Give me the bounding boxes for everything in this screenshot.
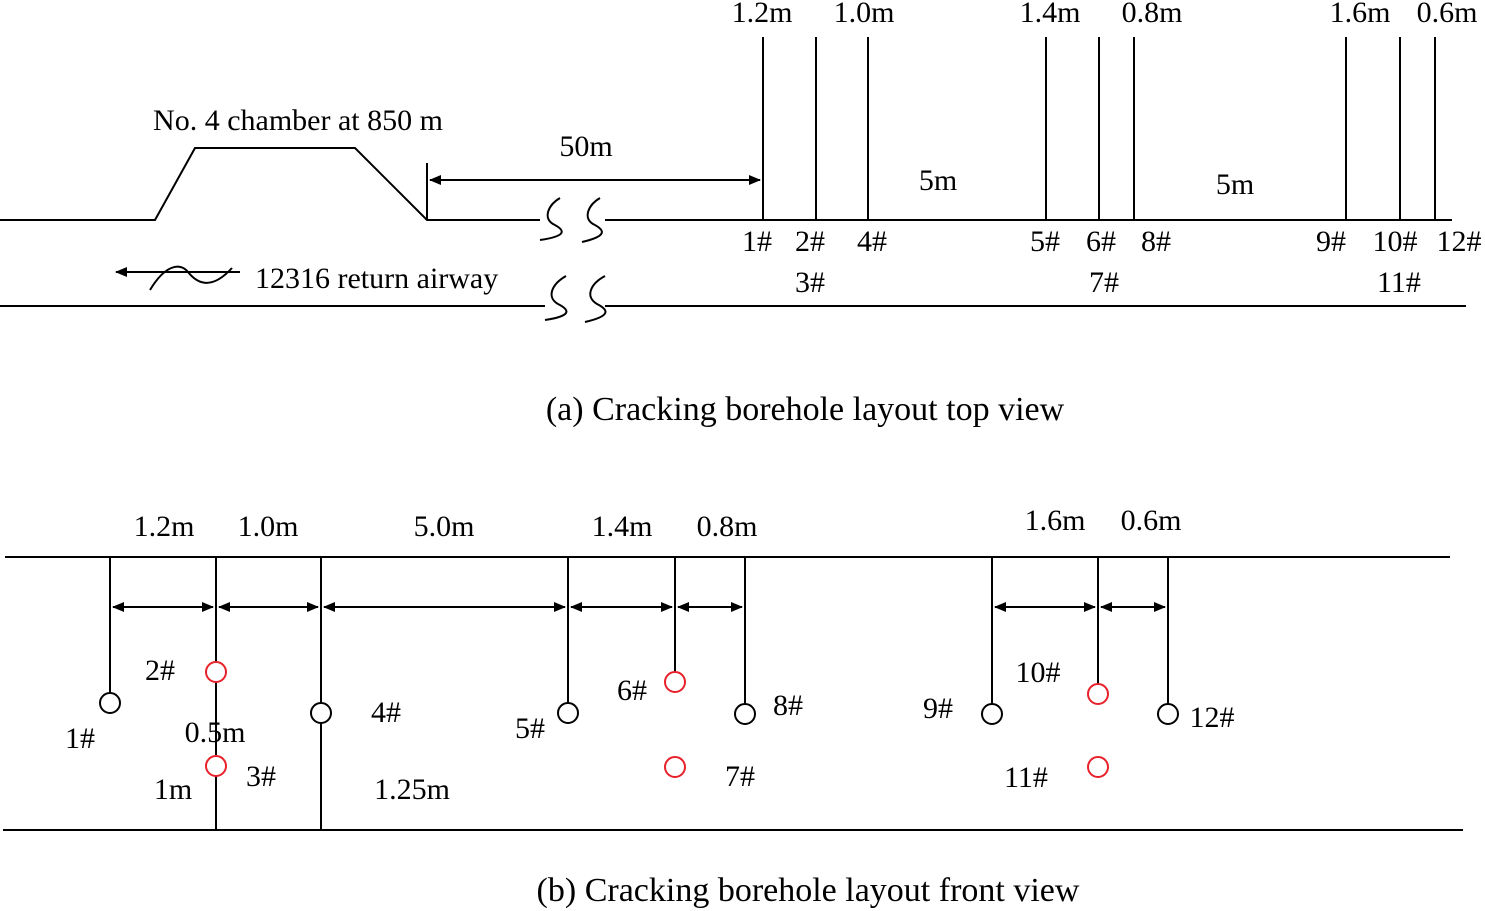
hole-label: 1#: [742, 225, 772, 258]
borehole-circle: [1087, 756, 1109, 778]
borehole-circle: [205, 661, 227, 683]
top-borehole-lines: [762, 37, 1436, 220]
hole-label: 7#: [1089, 266, 1119, 299]
borehole-circle: [1157, 703, 1179, 725]
spacing-label: 1.4m: [592, 510, 653, 543]
front-borehole-lines: [109, 557, 1169, 830]
borehole-circle: [734, 703, 756, 725]
hole-label: 10#: [1373, 225, 1418, 258]
spacing-label: 1.0m: [238, 510, 299, 543]
spacing-label: 0.8m: [697, 510, 758, 543]
break-symbol-upper: [539, 197, 603, 243]
hole-label: 5#: [1030, 225, 1060, 258]
spacing-label: 0.6m: [1417, 0, 1478, 29]
hole-label: 5#: [515, 712, 545, 745]
airflow-wave-icon: [149, 265, 233, 291]
caption-front-view: (b) Cracking borehole layout front view: [537, 872, 1080, 909]
airway-label: 12316 return airway: [255, 262, 498, 295]
hole-label: 11#: [1377, 266, 1421, 299]
front-borehole-circles: [99, 661, 1179, 778]
distance-label: 50m: [559, 130, 612, 163]
spacing-label: 0.8m: [1122, 0, 1183, 29]
break-symbol-lower: [544, 275, 607, 323]
hole-label: 6#: [1086, 225, 1116, 258]
spacing-label: 0.6m: [1121, 504, 1182, 537]
hole-label: 9#: [1316, 225, 1346, 258]
caption-top-view: (a) Cracking borehole layout top view: [546, 391, 1065, 428]
hole-label: 3#: [246, 760, 276, 793]
spacing-label: 1.2m: [134, 510, 195, 543]
depth-label: 1.25m: [374, 773, 450, 806]
depth-label: 1m: [154, 773, 192, 806]
group-gap-label: 5m: [1216, 168, 1254, 201]
borehole-circle: [99, 692, 121, 714]
hole-label: 6#: [617, 674, 647, 707]
hole-label: 2#: [145, 654, 175, 687]
hole-label: 12#: [1190, 701, 1235, 734]
borehole-circle: [664, 756, 686, 778]
hole-label: 7#: [725, 760, 755, 793]
top-view: No. 4 chamber at 850 m 50m 12316 return …: [0, 0, 1482, 428]
hole-label: 4#: [857, 225, 887, 258]
group-gap-label: 5m: [919, 164, 957, 197]
spacing-label: 1.2m: [732, 0, 793, 29]
hole-label: 12#: [1437, 225, 1482, 258]
hole-label: 4#: [371, 696, 401, 729]
chamber-label: No. 4 chamber at 850 m: [153, 104, 443, 137]
hole-label: 9#: [923, 692, 953, 725]
borehole-circle: [557, 702, 579, 724]
borehole-circle: [664, 671, 686, 693]
borehole-circle: [981, 703, 1003, 725]
hole-label: 2#: [795, 225, 825, 258]
spacing-label: 5.0m: [414, 510, 475, 543]
hole-label: 8#: [773, 689, 803, 722]
spacing-label: 1.6m: [1025, 504, 1086, 537]
spacing-label: 1.6m: [1330, 0, 1391, 29]
spacing-label: 1.0m: [834, 0, 895, 29]
depth-label: 0.5m: [185, 716, 246, 749]
roadway-upper-wall-left: [0, 147, 540, 221]
front-view: 1.2m 1.0m 5.0m 1.4m 0.8m 1.6m 0.6m 0.5m …: [3, 504, 1463, 909]
borehole-circle: [310, 702, 332, 724]
hole-label: 11#: [1004, 761, 1048, 794]
borehole-circle: [1087, 683, 1109, 705]
borehole-circle: [205, 755, 227, 777]
hole-label: 1#: [65, 722, 95, 755]
hole-label: 8#: [1141, 225, 1171, 258]
hole-label: 10#: [1016, 656, 1061, 689]
spacing-label: 1.4m: [1020, 0, 1081, 29]
hole-label: 3#: [795, 266, 825, 299]
